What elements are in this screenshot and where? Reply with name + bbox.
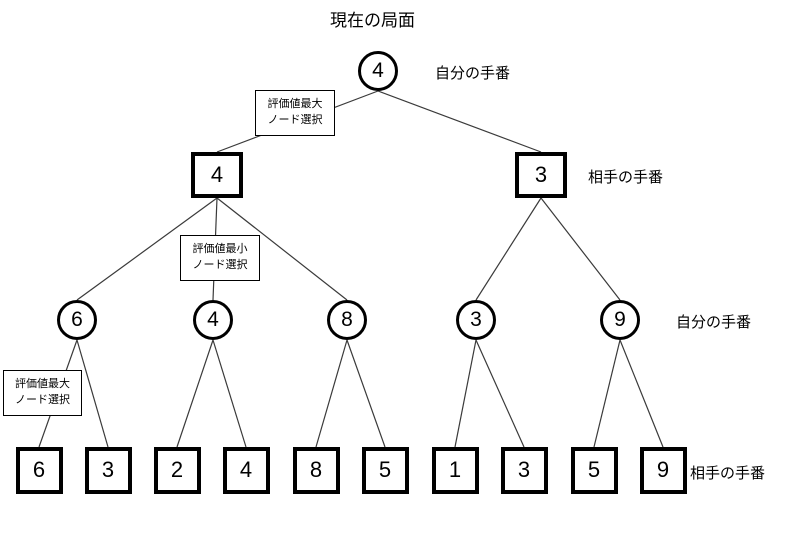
- tree-edge: [593, 339, 621, 448]
- leaf-node-9[interactable]: 9: [639, 446, 687, 494]
- tree-edge: [212, 339, 247, 448]
- leaf-node-4[interactable]: 8: [292, 446, 340, 494]
- row-label-3: 相手の手番: [690, 465, 766, 482]
- tree-edge: [454, 339, 477, 448]
- tree-edge: [475, 339, 525, 448]
- level3-node-1[interactable]: 4: [193, 300, 233, 340]
- node-value: 9: [614, 308, 626, 331]
- node-value: 4: [210, 162, 224, 187]
- tree-edge: [346, 339, 386, 448]
- node-value: 3: [101, 457, 115, 482]
- node-value: 2: [170, 457, 184, 482]
- node-value: 4: [207, 308, 219, 331]
- row-label-0: 自分の手番: [435, 65, 511, 82]
- level3-node-4[interactable]: 9: [600, 300, 640, 340]
- leaf-node-3[interactable]: 4: [222, 446, 270, 494]
- callout-box-2: 評価値最大ノード選択: [3, 370, 82, 416]
- level2-node-1[interactable]: 3: [515, 152, 567, 198]
- row-label-1: 相手の手番: [588, 169, 664, 186]
- node-value: 3: [517, 457, 531, 482]
- leaf-node-6[interactable]: 1: [431, 446, 479, 494]
- node-value: 9: [656, 457, 670, 482]
- tree-edge: [176, 339, 214, 448]
- node-value: 8: [309, 457, 323, 482]
- callout-line-1: 評価値最大: [15, 378, 70, 391]
- node-value: 5: [378, 457, 392, 482]
- callout-line-1: 評価値最小: [192, 243, 248, 256]
- leaf-node-7[interactable]: 3: [500, 446, 548, 494]
- callout-line-2: ノード選択: [267, 114, 323, 126]
- tree-edge: [619, 339, 664, 448]
- tree-edge: [315, 339, 348, 448]
- callout-line-1: 評価値最大: [267, 98, 323, 111]
- row-label-2: 自分の手番: [676, 314, 752, 331]
- node-value: 8: [341, 308, 353, 331]
- node-value: 3: [534, 162, 548, 187]
- leaf-node-2[interactable]: 2: [153, 446, 201, 494]
- level2-node-0[interactable]: 4: [191, 152, 243, 198]
- node-value: 6: [71, 308, 83, 331]
- callout-line-2: ノード選択: [192, 259, 248, 271]
- leaf-node-5[interactable]: 5: [361, 446, 409, 494]
- tree-edge: [540, 197, 621, 301]
- node-value: 4: [372, 59, 384, 82]
- level3-node-2[interactable]: 8: [327, 300, 367, 340]
- level3-node-0[interactable]: 6: [57, 300, 97, 340]
- tree-edge: [475, 197, 542, 301]
- root-node-0[interactable]: 4: [358, 51, 398, 91]
- callout-line-2: ノード選択: [15, 394, 70, 406]
- diagram-title: 現在の局面: [330, 11, 415, 30]
- node-value: 6: [32, 457, 46, 482]
- node-value: 3: [470, 308, 482, 331]
- leaf-node-8[interactable]: 5: [570, 446, 618, 494]
- leaf-node-1[interactable]: 3: [84, 446, 132, 494]
- callout-box-0: 評価値最大ノード選択: [255, 90, 335, 136]
- node-value: 4: [239, 457, 253, 482]
- leaf-node-0[interactable]: 6: [15, 446, 63, 494]
- node-value: 1: [448, 457, 462, 482]
- tree-edge: [377, 90, 542, 153]
- node-value: 5: [587, 457, 601, 482]
- callout-box-1: 評価値最小ノード選択: [180, 235, 260, 281]
- level3-node-3[interactable]: 3: [456, 300, 496, 340]
